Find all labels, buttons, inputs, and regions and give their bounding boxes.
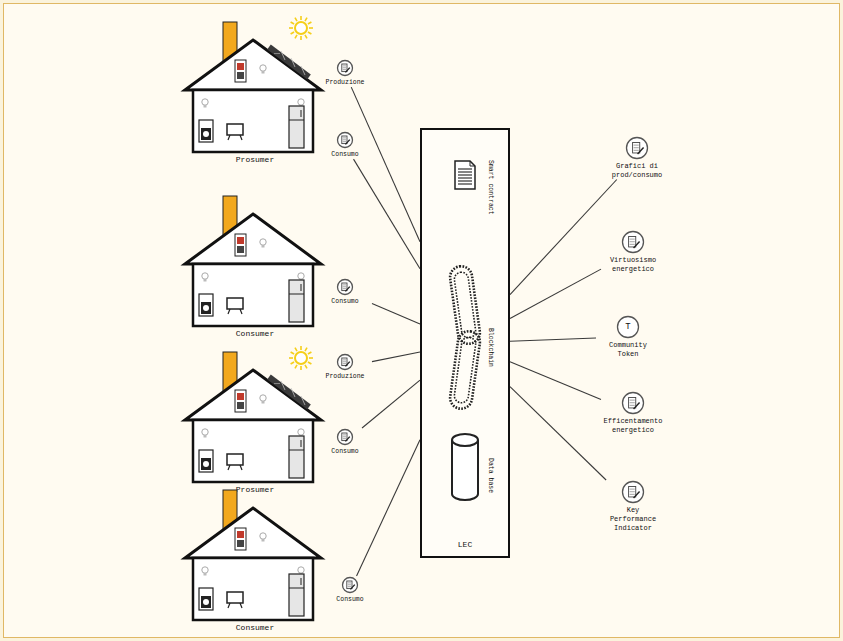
icon-holder (621, 391, 645, 415)
icon-label: Produzione (318, 79, 372, 87)
lec-component: Smart contract (430, 148, 500, 210)
info-icon-node: Key Performance Indicator (601, 480, 665, 532)
connector-line (357, 440, 420, 576)
connector-line (372, 352, 420, 362)
info-icon-node: Consumo (318, 428, 372, 456)
info-icon-node: Produzione (318, 353, 372, 381)
info-icon-node: Virtuosismo energetico (601, 230, 665, 274)
icon-label: Consumo (318, 298, 372, 306)
connector-line (510, 269, 601, 318)
house-node: Consumer (183, 488, 327, 633)
info-icon-node: Grafici di prod/consumo (605, 136, 669, 180)
connector-line (372, 304, 420, 324)
house-node: Prosumer (183, 350, 327, 495)
token-symbol: T (616, 315, 640, 339)
house-node: Consumer (183, 194, 327, 339)
icon-circle (625, 136, 649, 160)
icon-label: Virtuosismo energetico (603, 256, 663, 274)
icon-circle (341, 576, 359, 594)
info-icon-node: Consumo (323, 576, 377, 604)
vertical-label-holder: Blockchain (494, 320, 533, 338)
info-icon-node: Efficentamento energetico (601, 391, 665, 435)
house-illustration (183, 20, 323, 155)
vertical-label: Blockchain (486, 328, 494, 367)
house-node: Prosumer (183, 20, 327, 165)
connector-line (510, 387, 606, 480)
document-icon (454, 160, 476, 190)
lec-component: Data base (430, 428, 500, 506)
icon-holder (336, 278, 354, 296)
house-illustration (183, 194, 323, 329)
icon-circle (336, 428, 354, 446)
house-label: Prosumer (183, 485, 327, 495)
icon-label: Efficentamento energetico (603, 417, 663, 435)
vertical-label: Data base (486, 458, 494, 493)
vertical-label-holder: Data base (494, 450, 529, 468)
icon-circle (336, 353, 354, 371)
connector-line (510, 338, 596, 341)
house-illustration (183, 488, 323, 623)
icon-circle (336, 278, 354, 296)
info-icon-node: Consumo (318, 131, 372, 159)
icon-circle (621, 391, 645, 415)
info-icon-node: Consumo (318, 278, 372, 306)
chain-icon (445, 263, 485, 413)
vertical-label: Smart contract (486, 160, 494, 215)
icon-holder: T (616, 315, 640, 339)
icon-holder (336, 59, 354, 77)
connector-line (351, 87, 420, 242)
icon-holder (621, 480, 645, 504)
house-illustration (183, 350, 323, 485)
icon-circle (336, 59, 354, 77)
icon-label: Community Token (598, 341, 658, 359)
icon-label: Consumo (318, 448, 372, 456)
lec-box: LEC Smart contractBlockchainData base (420, 128, 510, 558)
house-label: Consumer (183, 623, 327, 633)
icon-circle (621, 230, 645, 254)
info-icon-node: Produzione (318, 59, 372, 87)
lec-label: LEC (422, 540, 508, 550)
database-icon (450, 432, 480, 502)
icon-circle (621, 480, 645, 504)
house-label: Consumer (183, 329, 327, 339)
connector-line (354, 159, 420, 269)
connector-line (510, 362, 601, 400)
icon-holder (336, 428, 354, 446)
vertical-label-holder: Smart contract (494, 152, 549, 170)
icon-holder (625, 136, 649, 160)
icon-holder (336, 131, 354, 149)
lec-component: Blockchain (430, 258, 500, 418)
icon-circle (336, 131, 354, 149)
house-label: Prosumer (183, 155, 327, 165)
icon-label: Key Performance Indicator (603, 506, 663, 532)
icon-holder (341, 576, 359, 594)
icon-label: Consumo (323, 596, 377, 604)
icon-label: Produzione (318, 373, 372, 381)
icon-holder (621, 230, 645, 254)
icon-holder (336, 353, 354, 371)
token-node: T Community Token (596, 315, 660, 359)
icon-label: Grafici di prod/consumo (607, 162, 667, 180)
lec-label-holder: LEC (422, 540, 508, 550)
connector-line (362, 380, 420, 428)
icon-label: Consumo (318, 151, 372, 159)
connector-line (510, 180, 617, 295)
